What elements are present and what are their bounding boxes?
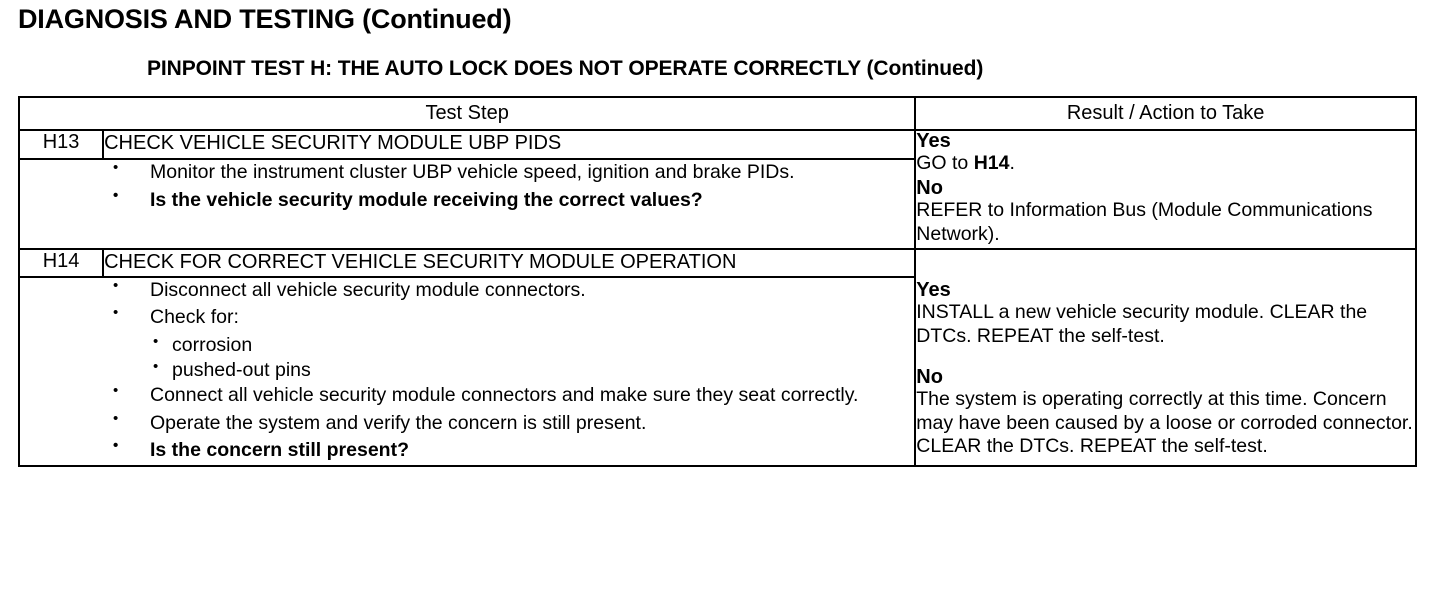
list-item: pushed-out pins	[20, 357, 914, 383]
list-item: corrosion	[20, 332, 914, 358]
result-no-label-h14: No	[916, 365, 943, 388]
result-no-label-h13: No	[916, 176, 943, 199]
page-title: DIAGNOSIS AND TESTING (Continued)	[18, 4, 512, 34]
result-yes-text-pre: GO to	[916, 152, 974, 174]
result-yes-label-h13: Yes	[916, 130, 951, 152]
result-no-text-h13: REFER to Information Bus (Module Communi…	[916, 198, 1373, 245]
column-header-test-step: Test Step	[17, 96, 917, 131]
list-item: Is the concern still present?	[20, 436, 914, 463]
list-item: Check for:	[20, 303, 914, 330]
pinpoint-test-table: Test Step Result / Action to Take H13 CH…	[17, 96, 1417, 468]
list-item: Disconnect all vehicle security module c…	[20, 276, 914, 303]
result-yes-text-post: .	[1009, 152, 1015, 174]
column-header-result-action: Result / Action to Take	[914, 96, 1417, 131]
list-item: Is the vehicle security module receiving…	[20, 186, 914, 213]
table-header-row: Test Step Result / Action to Take	[17, 96, 1417, 131]
step-body-h13: Monitor the instrument cluster UBP vehic…	[17, 158, 917, 251]
list-item: Connect all vehicle security module conn…	[20, 381, 914, 408]
step-body-h14: Disconnect all vehicle security module c…	[17, 276, 917, 468]
table-row: Disconnect all vehicle security module c…	[17, 276, 1416, 468]
list-item: Monitor the instrument cluster UBP vehic…	[20, 158, 914, 185]
result-yes-label-h14: Yes	[916, 279, 951, 302]
table-row: H13 CHECK VEHICLE SECURITY MODULE UBP PI…	[17, 128, 1417, 251]
step-title-h13: CHECK VEHICLE SECURITY MODULE UBP PIDS	[102, 128, 917, 161]
step-bullet-list-h14: Disconnect all vehicle security module c…	[20, 276, 914, 331]
pinpoint-test-title: PINPOINT TEST H: THE AUTO LOCK DOES NOT …	[147, 57, 984, 80]
table-row: H14 CHECK FOR CORRECT VEHICLE SECURITY M…	[17, 248, 1417, 468]
step-id-h13: H13	[17, 128, 105, 161]
result-no-text-h14: The system is operating correctly at thi…	[916, 387, 1413, 458]
result-yes-text-h14: INSTALL a new vehicle security module. C…	[916, 301, 1368, 348]
result-yes-text-h13: GO to H14.	[916, 152, 1415, 176]
step-title-h14: CHECK FOR CORRECT VEHICLE SECURITY MODUL…	[102, 248, 917, 278]
result-cell-h14: Yes INSTALL a new vehicle security modul…	[914, 248, 1417, 468]
step-bullet-list-h14-cont: Connect all vehicle security module conn…	[20, 381, 914, 463]
list-item: Operate the system and verify the concer…	[20, 409, 914, 436]
step-sub-bullet-list-h14: corrosion pushed-out pins	[20, 332, 914, 384]
step-id-h14: H14	[17, 248, 105, 278]
result-yes-target-step: H14	[973, 152, 1010, 174]
step-bullet-list-h13: Monitor the instrument cluster UBP vehic…	[20, 158, 914, 213]
result-cell-h13: Yes GO to H14. No REFER to Information B…	[914, 128, 1417, 251]
table-row: Monitor the instrument cluster UBP vehic…	[17, 158, 1416, 251]
